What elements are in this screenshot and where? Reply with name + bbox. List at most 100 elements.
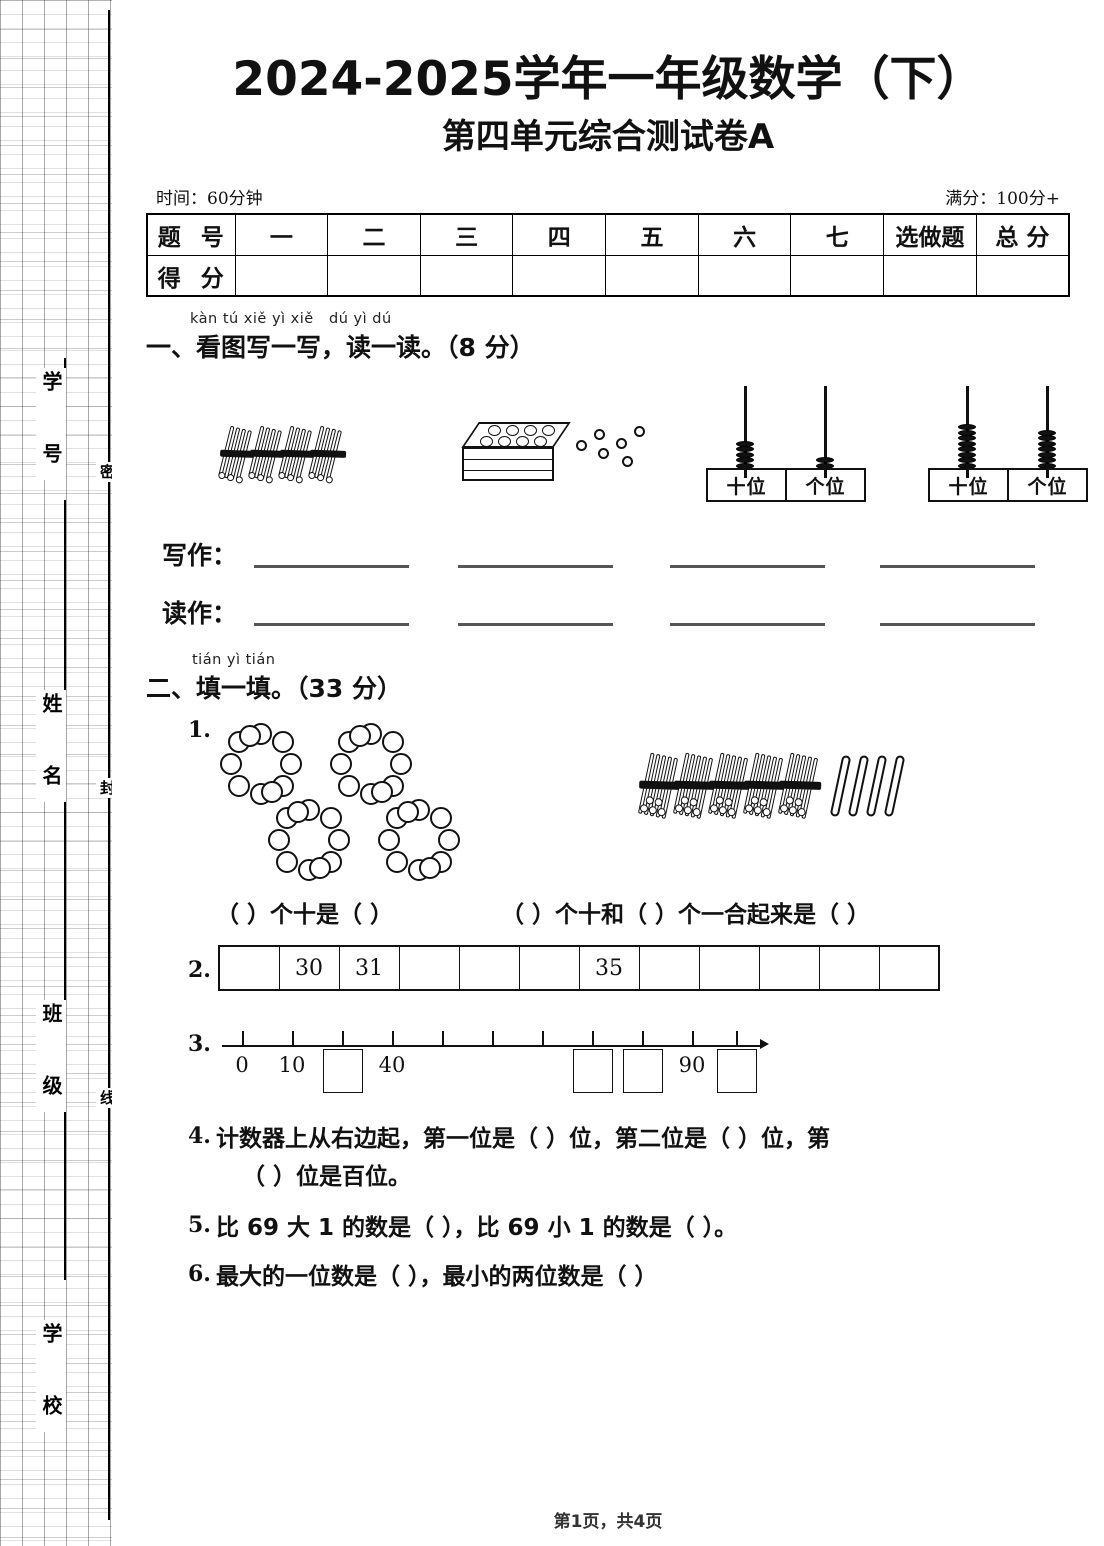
sidebar-field-student-id: 学 号	[36, 368, 66, 480]
number-line-tick	[342, 1031, 344, 1047]
loose-bead-icon	[616, 438, 627, 450]
counter-label-tens: 十位	[930, 470, 1009, 501]
number-line-label-10: 10	[278, 1053, 306, 1078]
question-4: 4. 计数器上从右边起，第一位是（ ）位，第二位是（ ）位，第 （ ）位是百位。	[146, 1121, 1070, 1196]
number-line-axis	[222, 1045, 762, 1048]
seal-mark-feng: 封	[96, 778, 112, 798]
sidebar-field-class: 班 级	[36, 1000, 66, 1112]
read-blank-2[interactable]	[458, 623, 613, 627]
score-table-row-label-score: 得 分	[146, 254, 236, 297]
seal-rule-segment-4	[64, 1100, 66, 1280]
section-two-title: 二、填一填。（33 分）	[146, 674, 402, 704]
stick-bundles-group-icon	[217, 425, 347, 485]
counter-icon: 十位 个位	[706, 386, 866, 503]
number-line-answer-box[interactable]	[717, 1049, 757, 1094]
score-value-5[interactable]	[605, 254, 699, 297]
write-blank-3[interactable]	[670, 565, 825, 569]
score-value-7[interactable]	[790, 254, 885, 297]
question-1-fill-text-right[interactable]: （ ）个十和（ ）个一合起来是（ ）	[501, 902, 871, 929]
page-subtitle: 第四单元综合测试卷A	[441, 117, 775, 158]
score-value-4[interactable]	[512, 254, 607, 297]
counter-icon: 十位 个位	[928, 386, 1088, 503]
score-col-total: 总 分	[975, 213, 1070, 256]
score-value-1[interactable]	[234, 254, 329, 297]
write-blank-1[interactable]	[254, 565, 409, 569]
seal-sidebar: 学 号 姓 名 班 级 学 校 密 封 线	[0, 0, 112, 1546]
number-line-tick	[242, 1031, 244, 1047]
sequence-cell[interactable]: 35	[578, 945, 640, 991]
loose-beads-group-icon	[576, 426, 646, 470]
sequence-cell[interactable]	[878, 945, 940, 991]
time-label: 时间：60分钟	[156, 189, 263, 210]
score-table-header-row: 题 号 一 二 三 四 五 六 七 选做题 总 分	[146, 213, 1070, 256]
number-line-answer-box[interactable]	[323, 1049, 363, 1094]
score-table-value-row: 得 分	[146, 254, 1070, 297]
write-blank-4[interactable]	[880, 565, 1035, 569]
write-blank-2[interactable]	[458, 565, 613, 569]
seal-rule-segment-3	[64, 800, 66, 1080]
question-3: 3. 0 10 40 90	[146, 1023, 1070, 1107]
exam-meta-row: 时间：60分钟 满分：100分+	[156, 184, 1060, 209]
number-line-answer-box[interactable]	[623, 1049, 663, 1094]
score-col-5: 五	[605, 213, 699, 256]
question-6-line-1[interactable]: 最大的一位数是（ ），最小的两位数是（ ）	[216, 1264, 658, 1290]
sidebar-field-school: 学 校	[36, 1320, 66, 1432]
score-value-2[interactable]	[327, 254, 421, 297]
number-line-answer-box[interactable]	[573, 1049, 613, 1094]
score-value-3[interactable]	[419, 254, 514, 297]
number-line-arrow-icon	[760, 1039, 769, 1050]
read-blank-4[interactable]	[880, 623, 1035, 627]
seal-mark-mi: 密	[96, 462, 112, 482]
section-one-picture-row: 十位 个位 十位 个	[146, 386, 1088, 506]
number-line: 0 10 40 90	[222, 1023, 782, 1103]
read-blank-3[interactable]	[670, 623, 825, 627]
question-5-number: 5.	[188, 1211, 211, 1238]
question-5-line-1[interactable]: 比 69 大 1 的数是（ ），比 69 小 1 的数是（ ）。	[216, 1214, 738, 1241]
read-blank-1[interactable]	[254, 623, 409, 627]
number-line-tick	[392, 1031, 394, 1047]
write-label: 写作：	[162, 541, 238, 571]
number-sequence-row: 30 31 35	[218, 945, 940, 991]
sequence-cell[interactable]	[518, 945, 580, 991]
loose-bead-icon	[634, 426, 645, 438]
seal-rule-segment-2	[64, 500, 66, 780]
sequence-cell[interactable]	[458, 945, 520, 991]
question-1-number: 1.	[188, 717, 211, 744]
sequence-cell[interactable]: 31	[338, 945, 400, 991]
sequence-cell[interactable]	[698, 945, 760, 991]
section-two-pinyin: tián yì tián	[192, 652, 276, 669]
number-sequence-table: 30 31 35	[218, 945, 940, 992]
single-stick-icon	[883, 754, 906, 818]
sequence-cell[interactable]	[218, 945, 280, 991]
score-value-6[interactable]	[697, 254, 792, 297]
question-4-line-2[interactable]: （ ）位是百位。	[242, 1163, 412, 1190]
question-5: 5. 比 69 大 1 的数是（ ），比 69 小 1 的数是（ ）。	[146, 1210, 1070, 1247]
question-2-number: 2.	[188, 957, 211, 984]
read-label: 读作：	[162, 599, 238, 629]
score-value-optional[interactable]	[883, 254, 977, 297]
number-line-tick	[492, 1031, 494, 1047]
sequence-cell[interactable]	[398, 945, 460, 991]
score-value-total[interactable]	[975, 254, 1070, 297]
section-one-title: 一、看图写一写，读一读。（8 分）	[146, 333, 535, 363]
sequence-cell[interactable]	[818, 945, 880, 991]
score-table-row-label-question: 题 号	[146, 213, 236, 256]
sequence-cell[interactable]: 30	[278, 945, 340, 991]
counter-label-ones: 个位	[1027, 475, 1068, 498]
question-1-fill-text-left[interactable]: （ ）个十是（ ）	[216, 902, 394, 929]
score-col-7: 七	[790, 213, 885, 256]
score-table: 题 号 一 二 三 四 五 六 七 选做题 总 分 得 分	[146, 213, 1070, 298]
sidebar-field-name: 姓 名	[36, 690, 66, 802]
egg-box-icon	[461, 422, 571, 484]
write-answer-row: 写作：	[162, 532, 1070, 582]
question-4-line-1[interactable]: 计数器上从右边起，第一位是（ ）位，第二位是（ ）位，第	[216, 1126, 831, 1153]
number-line-tick	[592, 1031, 594, 1047]
number-line-tick	[736, 1031, 738, 1047]
sequence-cell[interactable]	[758, 945, 820, 991]
question-6-number: 6.	[188, 1261, 211, 1287]
loose-bead-icon	[594, 429, 605, 441]
sequence-cell[interactable]	[638, 945, 700, 991]
section-one-pinyin: kàn tú xiě yì xiě dú yì dú	[190, 311, 392, 328]
number-line-tick	[442, 1031, 444, 1047]
full-score-label: 满分：100分+	[945, 189, 1060, 210]
